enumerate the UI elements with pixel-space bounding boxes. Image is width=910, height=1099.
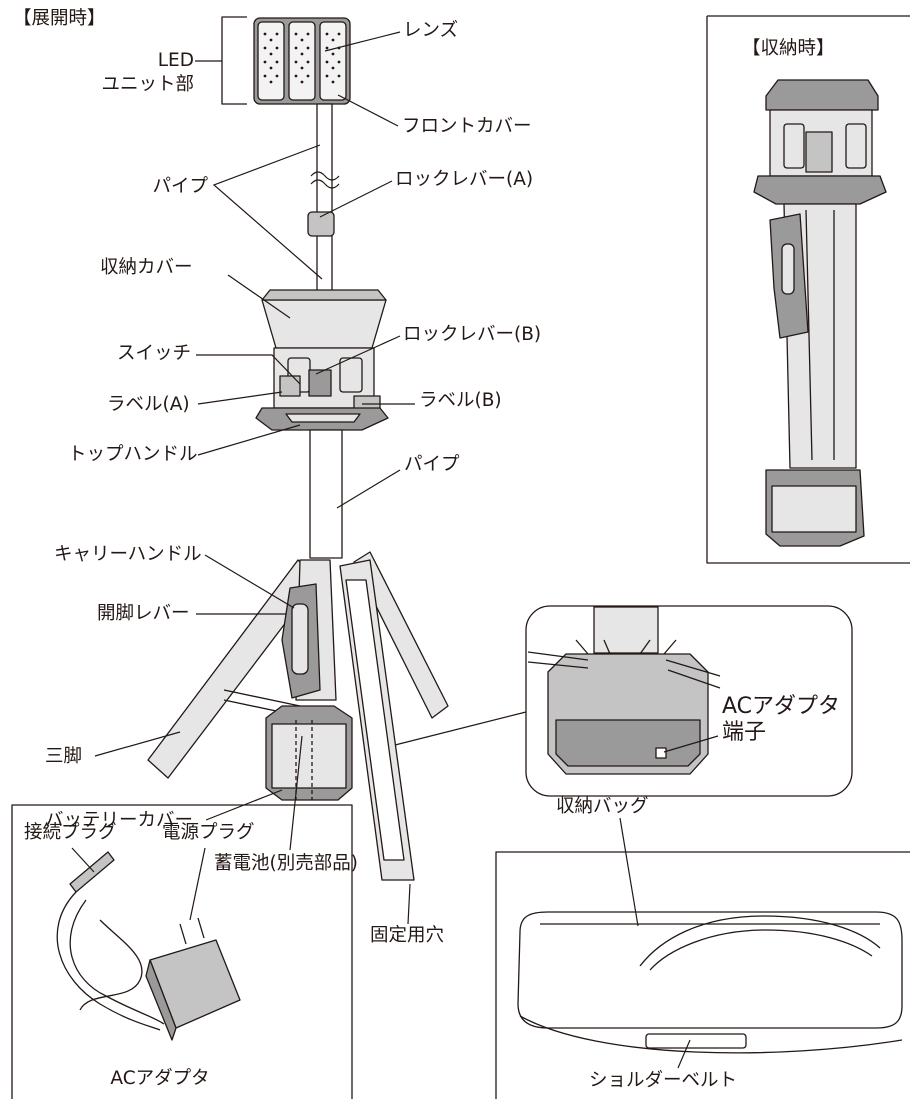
label-a-label: ラベル(A) [107, 394, 190, 415]
label-b-label: ラベル(B) [419, 390, 502, 411]
leader-lines [71, 31, 719, 1069]
ac-terminal-detail [527, 606, 721, 775]
stored-unit [753, 79, 887, 547]
carry-handle [281, 583, 321, 699]
upper-pipe [307, 103, 340, 301]
front-cover-label: フロントカバー [402, 116, 532, 137]
battery-cover [265, 705, 353, 801]
storage-cover [261, 289, 387, 349]
deployed-title: 【展開時】 [13, 8, 106, 29]
tripod-label: 三脚 [45, 746, 83, 767]
pipe-lower-label: パイプ [404, 454, 460, 475]
ac-terminal-label-line2: 端子 [722, 720, 767, 745]
battery-cover-label: バッテリーカバー [45, 810, 194, 831]
storage-bag-label: 収納バッグ [556, 796, 649, 817]
connector-plug-label: 接続プラグ [24, 822, 117, 843]
led-head [253, 17, 351, 105]
lock-lever-a-label: ロックレバー(A) [395, 169, 534, 190]
pipe-upper-label: パイプ [152, 176, 208, 197]
switch-label: スイッチ [117, 343, 192, 364]
led-unit-label-line1: LED [157, 50, 194, 71]
leg-open-lever-label: 開脚レバー [97, 603, 190, 624]
power-plug-label: 電源プラグ [162, 822, 255, 843]
switch-body [273, 347, 381, 411]
ac-terminal-label-line1: ACアダプタ [722, 694, 841, 719]
ac-adapter-label: ACアダプタ [110, 1068, 210, 1089]
adapter-panel-frame [11, 804, 353, 1099]
lower-pipe [309, 429, 343, 559]
top-handle-plate [255, 407, 389, 431]
storage-bag [517, 911, 903, 1054]
led-unit-label-line2: ユニット部 [101, 74, 194, 95]
ac-adapter-drawing [56, 851, 241, 1041]
lens-label: レンズ [403, 20, 459, 41]
stored-panel-frame [706, 15, 910, 564]
stored-title: 【収納時】 [742, 38, 835, 59]
lock-lever-b-label: ロックレバー(B) [403, 324, 542, 345]
battery-label: 蓄電池(別売部品) [214, 853, 358, 874]
bag-panel-frame [495, 851, 910, 1099]
fixing-hole-label: 固定用穴 [370, 925, 445, 946]
carry-handle-label: キャリーハンドル [54, 544, 202, 565]
top-handle-label: トップハンドル [68, 444, 198, 465]
led-bracket [221, 16, 247, 105]
shoulder-belt-label: ショルダーベルト [589, 1070, 738, 1091]
detail-panel-frame [525, 605, 853, 797]
storage-cover-label: 収納カバー [100, 257, 193, 278]
